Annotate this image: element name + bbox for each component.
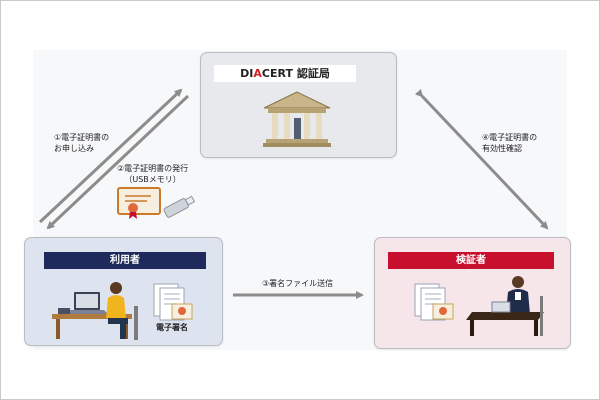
- bank-building-icon: [263, 91, 331, 147]
- arrow-verify: [414, 88, 549, 230]
- verifier-title: 検証者: [388, 252, 554, 269]
- signature-label: 電子署名: [156, 323, 188, 332]
- user-title: 利用者: [44, 252, 206, 269]
- certificate-icon: [117, 187, 161, 219]
- step-apply-label: ①電子証明書の お申し込み: [54, 133, 110, 153]
- signed-document-icon: [153, 283, 193, 321]
- verified-document-icon: [414, 283, 454, 321]
- step-issue-label: ②電子証明書の発行 （USBメモリ）: [117, 164, 189, 184]
- person-at-laptop-illustration: [52, 282, 138, 340]
- person-at-desk-illustration: [466, 276, 544, 336]
- step-send-label: ③署名ファイル送信: [262, 279, 334, 288]
- usb-memory-icon: [163, 195, 196, 218]
- arrow-issue: [46, 94, 190, 230]
- ca-title: DIACERT 認証局: [214, 65, 356, 82]
- arrow-apply: [38, 88, 183, 224]
- step-verify-label: ④電子証明書の 有効性確認: [482, 133, 538, 153]
